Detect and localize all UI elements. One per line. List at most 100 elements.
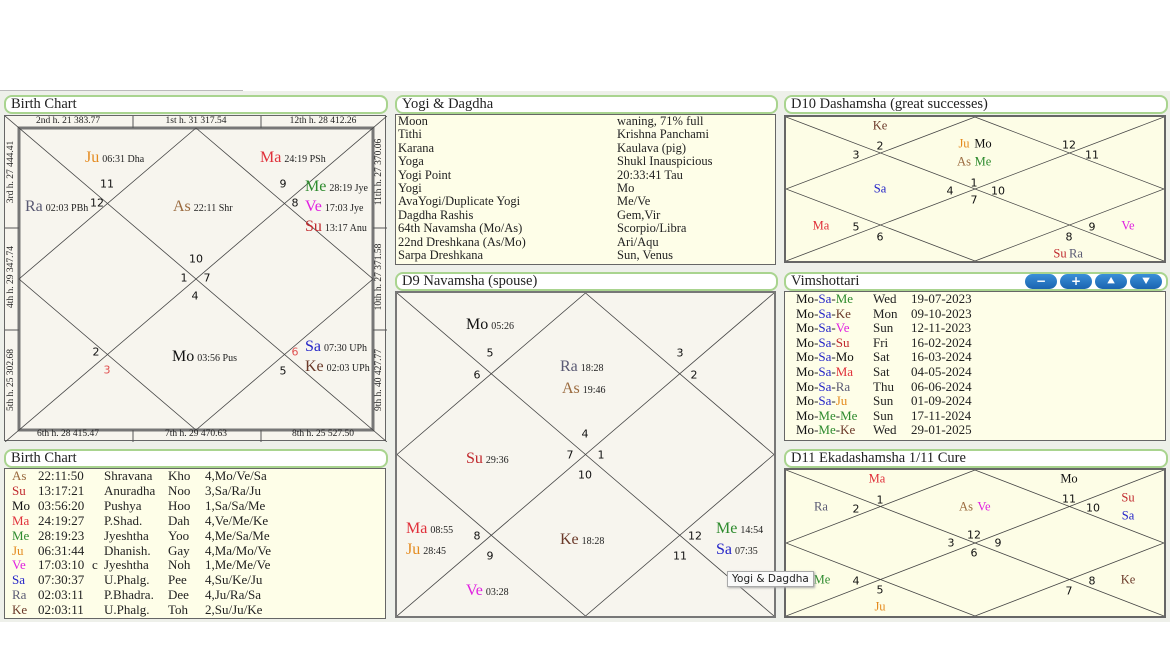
plus-icon: + bbox=[1070, 274, 1082, 288]
house-number: 1 bbox=[876, 493, 884, 507]
d10-header[interactable]: D10 Dashamsha (great successes) bbox=[784, 95, 1168, 114]
birth-table-pada: Hoo bbox=[168, 497, 191, 513]
birth-table-planet: As bbox=[12, 468, 27, 483]
birth-table-degree: 13:17:21 bbox=[38, 482, 85, 498]
birth-table-nakshatra: Anuradha bbox=[104, 482, 156, 498]
tooltip: Yogi & Dagdha bbox=[727, 571, 814, 587]
d10-title: D10 Dashamsha (great successes) bbox=[791, 96, 988, 112]
planet-detail: 02:03 UPh bbox=[326, 363, 370, 374]
yogi-value: Gem,Vir bbox=[617, 207, 661, 222]
yogi-value: Kaulava (pig) bbox=[617, 140, 687, 155]
dasha-date: 12-11-2023 bbox=[911, 320, 972, 336]
birth-table-planet: Ju bbox=[12, 542, 24, 558]
planet-abbr: Su bbox=[1053, 246, 1067, 261]
house-number: 8 bbox=[1088, 574, 1096, 588]
planet-abbr: Mo bbox=[1060, 471, 1078, 486]
house-number: 8 bbox=[1065, 230, 1073, 244]
house-number: 2 bbox=[876, 139, 884, 153]
house-strength-label: 3rd h. 27 444.41 bbox=[6, 140, 16, 204]
planet-abbr: Ra bbox=[560, 358, 578, 375]
dasha-lord: Sa bbox=[814, 393, 831, 408]
planet-abbr: Ma bbox=[868, 471, 886, 486]
house-number: 10 bbox=[189, 252, 203, 266]
dasha-lord: Mo bbox=[796, 349, 815, 365]
birth-table-flag: c bbox=[92, 557, 98, 573]
yogi-value: waning, 71% full bbox=[617, 114, 704, 128]
birth-table-nakshatra: U.Phalg. bbox=[104, 572, 150, 588]
zoom-out-button[interactable]: − bbox=[1025, 274, 1057, 289]
arrow-up-icon: ⯅ bbox=[1106, 274, 1116, 288]
birth-table-lords: 1,Me/Me/Ve bbox=[205, 557, 271, 573]
dasha-lord: Sa bbox=[814, 320, 831, 335]
planet-abbr: As bbox=[957, 154, 971, 169]
birth-table-lords: 3,Sa/Ra/Ju bbox=[205, 482, 261, 498]
yogi-label: Sarpa Dreshkana bbox=[398, 248, 484, 262]
birth-table-planet: Ra bbox=[12, 587, 27, 603]
vimshottari-list[interactable] bbox=[784, 291, 1166, 441]
planet-abbr: As bbox=[562, 380, 580, 397]
dasha-date: 16-02-2024 bbox=[911, 334, 972, 350]
yogi-title: Yogi & Dagdha bbox=[402, 96, 494, 112]
planet-abbr: Ju bbox=[406, 541, 421, 558]
planet-abbr: Ke bbox=[1120, 572, 1136, 587]
birth-chart-header[interactable]: Birth Chart bbox=[4, 95, 388, 114]
house-strength-label: 11th h. 27 370.06 bbox=[374, 138, 384, 206]
birth-table-degree: 03:56:20 bbox=[38, 497, 85, 513]
dasha-periods: MoSaVe bbox=[796, 320, 849, 335]
birth-table-header[interactable]: Birth Chart bbox=[4, 449, 388, 468]
dasha-periods: MoSaKe bbox=[796, 306, 851, 321]
yogi-value: Scorpio/Libra bbox=[617, 221, 687, 236]
planet-abbr: As bbox=[173, 198, 191, 215]
house-number: 11 bbox=[1085, 148, 1099, 162]
dasha-date: 29-01-2025 bbox=[911, 422, 972, 438]
house-number: 10 bbox=[578, 468, 592, 482]
house-number: 12 bbox=[1062, 138, 1076, 152]
house-number: 7 bbox=[1065, 584, 1073, 598]
planet-abbr: Mo bbox=[974, 136, 992, 151]
dasha-day: Sun bbox=[873, 407, 894, 423]
birth-table-pada: Yoo bbox=[168, 527, 190, 543]
house-number: 4 bbox=[852, 574, 860, 588]
yogi-header[interactable]: Yogi & Dagdha bbox=[395, 95, 778, 114]
birth-chart-lines bbox=[5, 116, 387, 442]
planet-detail: 17:03 Jye bbox=[324, 203, 364, 214]
planet-abbr: Sa bbox=[1121, 508, 1135, 523]
house-number: 12 bbox=[688, 529, 702, 543]
d10-chart bbox=[784, 115, 1166, 263]
d9-header[interactable]: D9 Navamsha (spouse) bbox=[395, 272, 778, 291]
planet-abbr: Ju bbox=[85, 149, 100, 166]
yogi-label: Yoga bbox=[398, 154, 424, 169]
planet-detail: 28:45 bbox=[423, 546, 447, 557]
dasha-lord: Mo bbox=[796, 334, 815, 350]
scroll-up-button[interactable]: ⯅ bbox=[1095, 274, 1127, 289]
yogi-label: 64th Navamsha (Mo/As) bbox=[398, 221, 523, 236]
birth-chart-title: Birth Chart bbox=[11, 96, 77, 112]
birth-table-degree: 02:03:11 bbox=[38, 587, 84, 603]
planet-detail: 18:28 bbox=[580, 363, 604, 374]
house-number: 10 bbox=[991, 184, 1005, 198]
birth-table-planet: Ve bbox=[12, 557, 26, 573]
planet-detail: 28:19 Jye bbox=[329, 183, 368, 194]
house-number: 7 bbox=[970, 193, 978, 207]
scroll-down-button[interactable]: ⯆ bbox=[1130, 274, 1162, 289]
birth-table-pada: Toh bbox=[168, 602, 189, 618]
birth-table-nakshatra: Jyeshtha bbox=[104, 557, 149, 573]
house-strength-label: 1st h. 31 317.54 bbox=[165, 116, 227, 126]
birth-table-pada: Noo bbox=[168, 482, 191, 498]
house-number: 3 bbox=[852, 148, 860, 162]
planet-abbr: Me bbox=[974, 154, 992, 169]
birth-table-lords: 4,Ju/Ra/Sa bbox=[205, 587, 261, 603]
d11-header[interactable]: D11 Ekadashamsha 1/11 Cure bbox=[784, 449, 1168, 468]
planet-abbr: Me bbox=[305, 178, 327, 195]
birth-table-lords: 2,Su/Ju/Ke bbox=[205, 602, 263, 618]
zoom-in-button[interactable]: + bbox=[1060, 274, 1092, 289]
